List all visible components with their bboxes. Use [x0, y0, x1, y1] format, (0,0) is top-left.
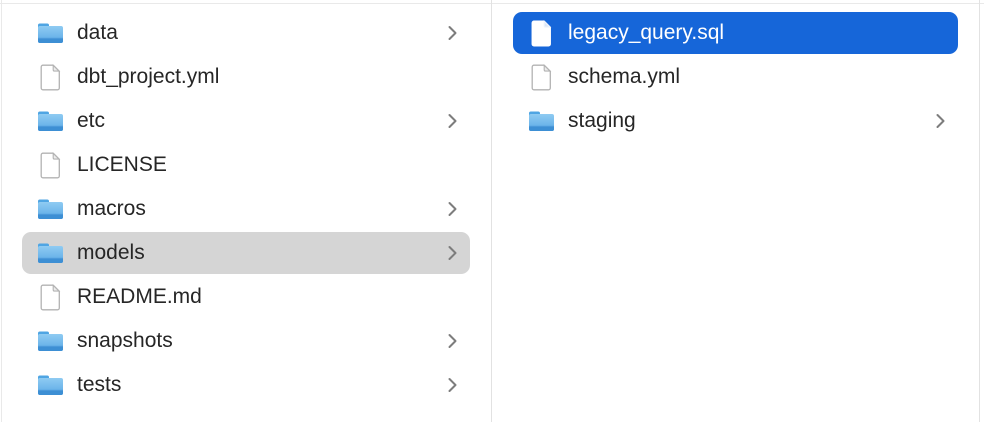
chevron-right-icon [447, 245, 458, 262]
chevron-right-icon [447, 201, 458, 218]
item-label: macros [77, 197, 146, 220]
selection-highlight [513, 12, 958, 54]
item-label: etc [77, 109, 106, 132]
item-label: legacy_query.sql [568, 21, 725, 44]
finder-column-child: legacy_query.sql schema.yml staging [491, 11, 979, 143]
document-icon [527, 63, 555, 91]
folder-icon [527, 110, 555, 132]
chevron-right-icon [935, 113, 946, 130]
item-label: data [77, 21, 118, 44]
top-divider [0, 3, 984, 4]
column-divider[interactable] [491, 0, 492, 422]
file-row[interactable]: dbt_project.yml [0, 55, 491, 99]
item-label: README.md [77, 285, 202, 308]
document-icon [36, 151, 64, 179]
folder-row[interactable]: models [0, 231, 491, 275]
folder-icon [36, 330, 64, 352]
item-label: schema.yml [568, 65, 681, 88]
selection-highlight [22, 232, 470, 274]
folder-icon [36, 374, 64, 396]
folder-row[interactable]: snapshots [0, 319, 491, 363]
chevron-right-icon [447, 25, 458, 42]
file-row[interactable]: LICENSE [0, 143, 491, 187]
folder-icon [36, 110, 64, 132]
folder-icon [36, 198, 64, 220]
folder-row[interactable]: staging [491, 99, 979, 143]
chevron-right-icon [447, 113, 458, 130]
item-label: staging [568, 109, 636, 132]
chevron-right-icon [447, 333, 458, 350]
folder-row[interactable]: etc [0, 99, 491, 143]
column-divider-right[interactable] [979, 0, 980, 422]
item-label: snapshots [77, 329, 173, 352]
document-icon [36, 283, 64, 311]
document-icon [36, 63, 64, 91]
file-row[interactable]: legacy_query.sql [491, 11, 979, 55]
folder-icon [36, 22, 64, 44]
item-label: LICENSE [77, 153, 167, 176]
file-row[interactable]: schema.yml [491, 55, 979, 99]
item-label: tests [77, 373, 122, 396]
item-label: dbt_project.yml [77, 65, 220, 88]
folder-row[interactable]: data [0, 11, 491, 55]
chevron-right-icon [447, 377, 458, 394]
folder-row[interactable]: tests [0, 363, 491, 407]
document-icon [527, 19, 555, 47]
file-row[interactable]: README.md [0, 275, 491, 319]
folder-icon [36, 242, 64, 264]
item-label: models [77, 241, 145, 264]
left-edge-divider [1, 0, 2, 422]
folder-row[interactable]: macros [0, 187, 491, 231]
